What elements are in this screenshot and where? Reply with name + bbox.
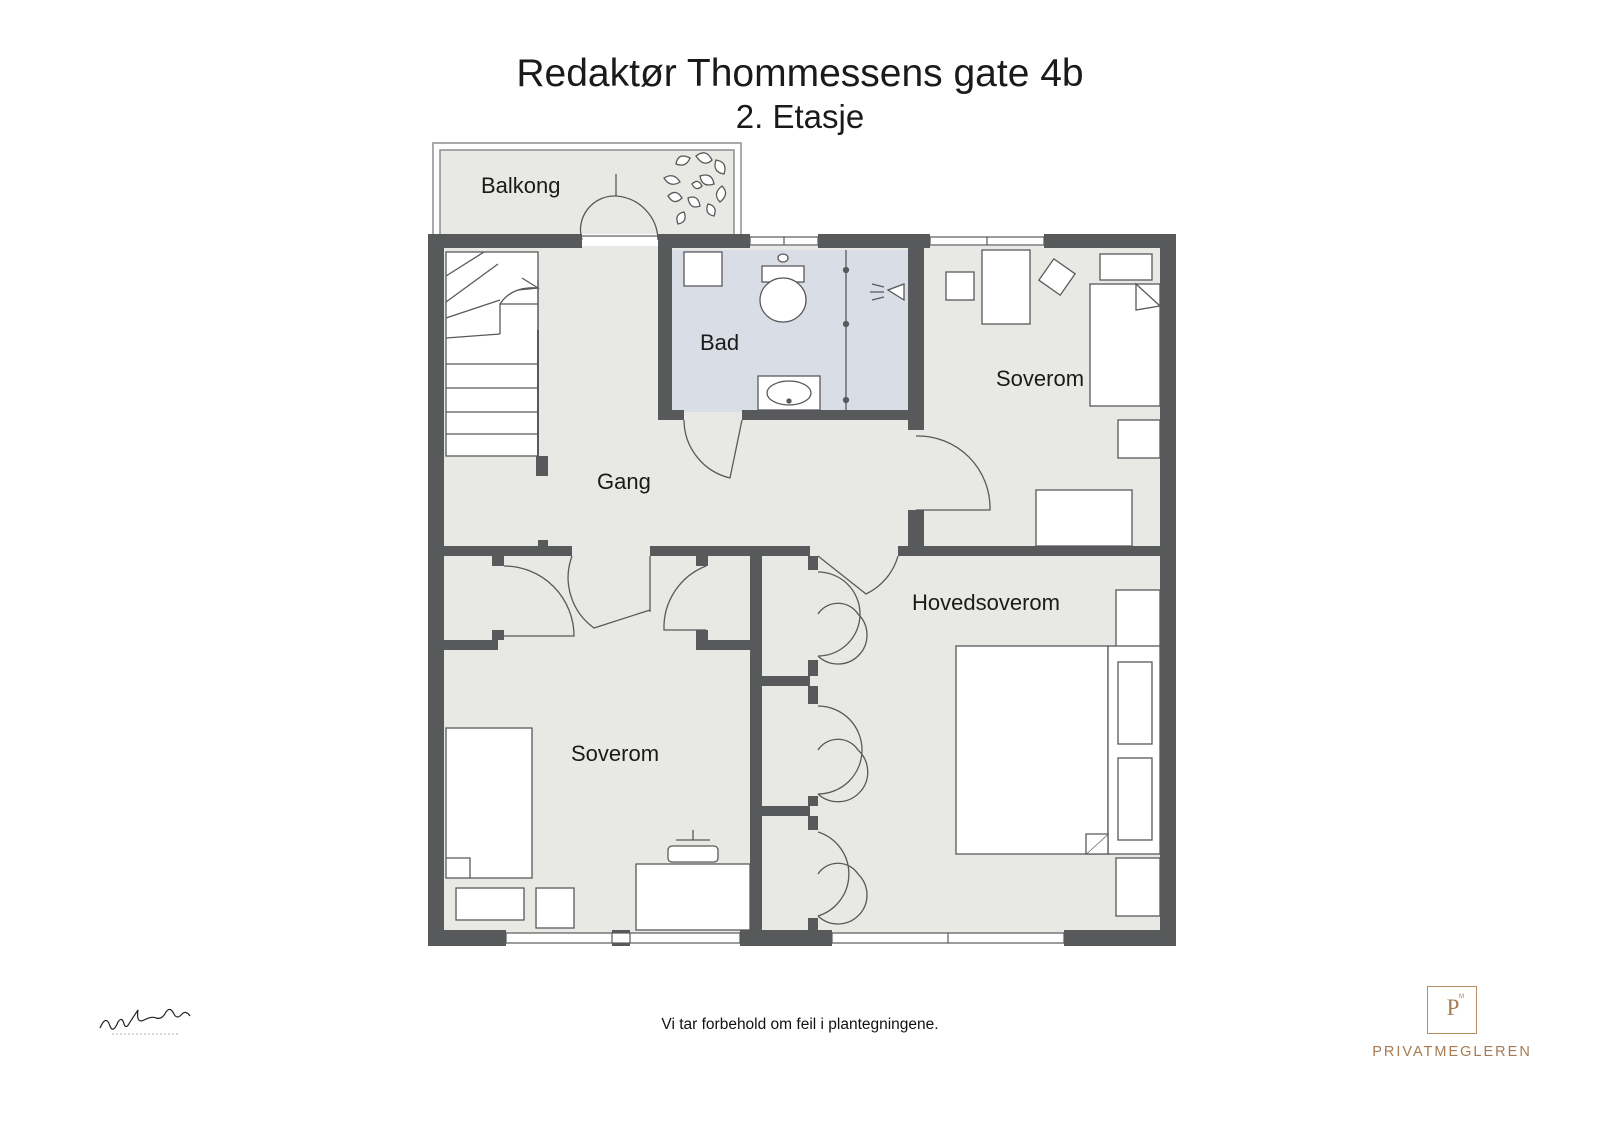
bedroom-ne-furniture xyxy=(945,249,1162,547)
dresser xyxy=(1035,489,1133,547)
master-bedroom-furniture xyxy=(955,589,1161,917)
photographer-signature xyxy=(99,1008,191,1035)
plan-subtitle: 2. Etasje xyxy=(735,98,865,135)
shower-head xyxy=(886,283,905,302)
brand-mark-suffix: M xyxy=(1459,994,1464,1000)
bedroom-sw-furniture xyxy=(445,727,751,931)
label-gang: Gang xyxy=(597,469,651,494)
nightstand xyxy=(1117,419,1161,459)
pillow xyxy=(1099,253,1153,281)
wardrobe-door-1 xyxy=(817,571,868,665)
label-soverom-sw: Soverom xyxy=(571,741,659,766)
pillow-1 xyxy=(1117,661,1153,745)
label-balkong: Balkong xyxy=(481,173,561,198)
nightstand-top xyxy=(1115,589,1161,649)
bedroom-ne-door xyxy=(915,435,991,511)
label-hovedsoverom: Hovedsoverom xyxy=(912,590,1060,615)
wardrobe-door-2 xyxy=(817,705,869,803)
toilet-bowl xyxy=(759,277,807,323)
bedroom-sw-door-a xyxy=(503,565,575,637)
stool xyxy=(945,271,975,301)
office-chair xyxy=(667,845,719,863)
exterior-walls xyxy=(428,234,1176,946)
disclaimer: Vi tar forbehold om feil i plantegningen… xyxy=(661,1016,939,1033)
balcony-door xyxy=(579,195,659,241)
pillow-2 xyxy=(1117,757,1153,841)
label-bad: Bad xyxy=(700,330,739,355)
label-soverom-ne: Soverom xyxy=(996,366,1084,391)
chair xyxy=(1037,257,1077,297)
balcony-railing xyxy=(432,142,742,237)
brand-name: PRIVATMEGLEREN xyxy=(1372,1044,1532,1060)
windows xyxy=(505,236,1065,944)
interior-walls xyxy=(444,234,1160,932)
brand-mark-letter: P xyxy=(1446,995,1460,1020)
pillow xyxy=(455,887,525,921)
double-bed xyxy=(955,645,1109,855)
bathroom-door xyxy=(683,419,743,479)
nightstand xyxy=(535,887,575,929)
brand-logo: P M PRIVATMEGLEREN xyxy=(1372,986,1532,1066)
single-bed xyxy=(445,727,533,879)
plant xyxy=(663,152,727,225)
staircase xyxy=(445,251,540,457)
room-labels: Balkong Bad Soverom Gang Hovedsoverom So… xyxy=(481,173,1084,766)
wardrobe-door-3 xyxy=(817,831,868,925)
washing-machine xyxy=(683,251,723,287)
nightstand-bottom xyxy=(1115,857,1161,917)
desk xyxy=(635,863,751,931)
bedroom-sw-door-b xyxy=(663,565,707,631)
hovedsoverom-door xyxy=(817,555,899,595)
plan-title: Redaktør Thommessens gate 4b xyxy=(516,52,1084,95)
gang-door-left xyxy=(567,555,651,629)
brand-mark: P M xyxy=(1427,986,1477,1034)
sink-basin xyxy=(766,380,812,406)
bathroom-fixtures xyxy=(683,250,905,411)
toilet-detail xyxy=(777,253,789,263)
doors xyxy=(503,174,991,925)
desk xyxy=(981,249,1031,325)
